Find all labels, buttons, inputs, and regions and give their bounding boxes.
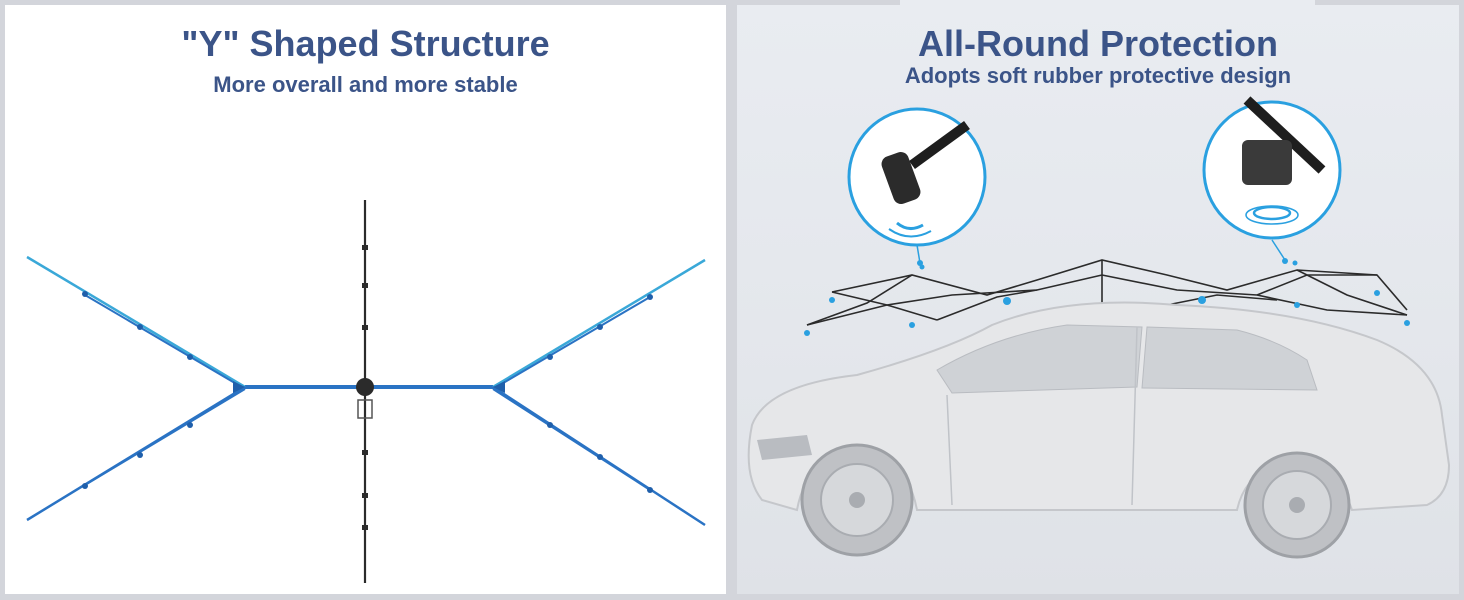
panel-title: All-Round Protection (918, 23, 1278, 64)
panel-subtitle: Adopts soft rubber protective design (904, 63, 1292, 88)
left-upper-brace (84, 294, 246, 390)
car-canopy-illustration (747, 96, 1451, 559)
frame-joints (82, 291, 653, 493)
center-hub (356, 378, 374, 396)
right-upper-arm (492, 258, 706, 389)
panel-title: "Y" Shaped Structure (181, 23, 550, 64)
top-notch (900, 0, 1315, 5)
left-upper-arm (26, 255, 246, 389)
left-lower-brace (84, 388, 246, 486)
foot-pad-detail-callout (1202, 96, 1342, 264)
right-upper-brace (492, 296, 651, 390)
protection-panel: All-Round Protection Adopts soft rubber … (737, 5, 1459, 594)
hub-bracket (357, 399, 373, 419)
joint-detail-callout (847, 107, 987, 266)
car (747, 301, 1451, 559)
right-lower-brace (492, 388, 651, 491)
y-structure-panel: "Y" Shaped Structure More overall and mo… (5, 5, 726, 594)
y-frame-diagram (26, 200, 706, 583)
panel-subtitle: More overall and more stable (213, 72, 518, 97)
pole-clips (362, 245, 368, 530)
